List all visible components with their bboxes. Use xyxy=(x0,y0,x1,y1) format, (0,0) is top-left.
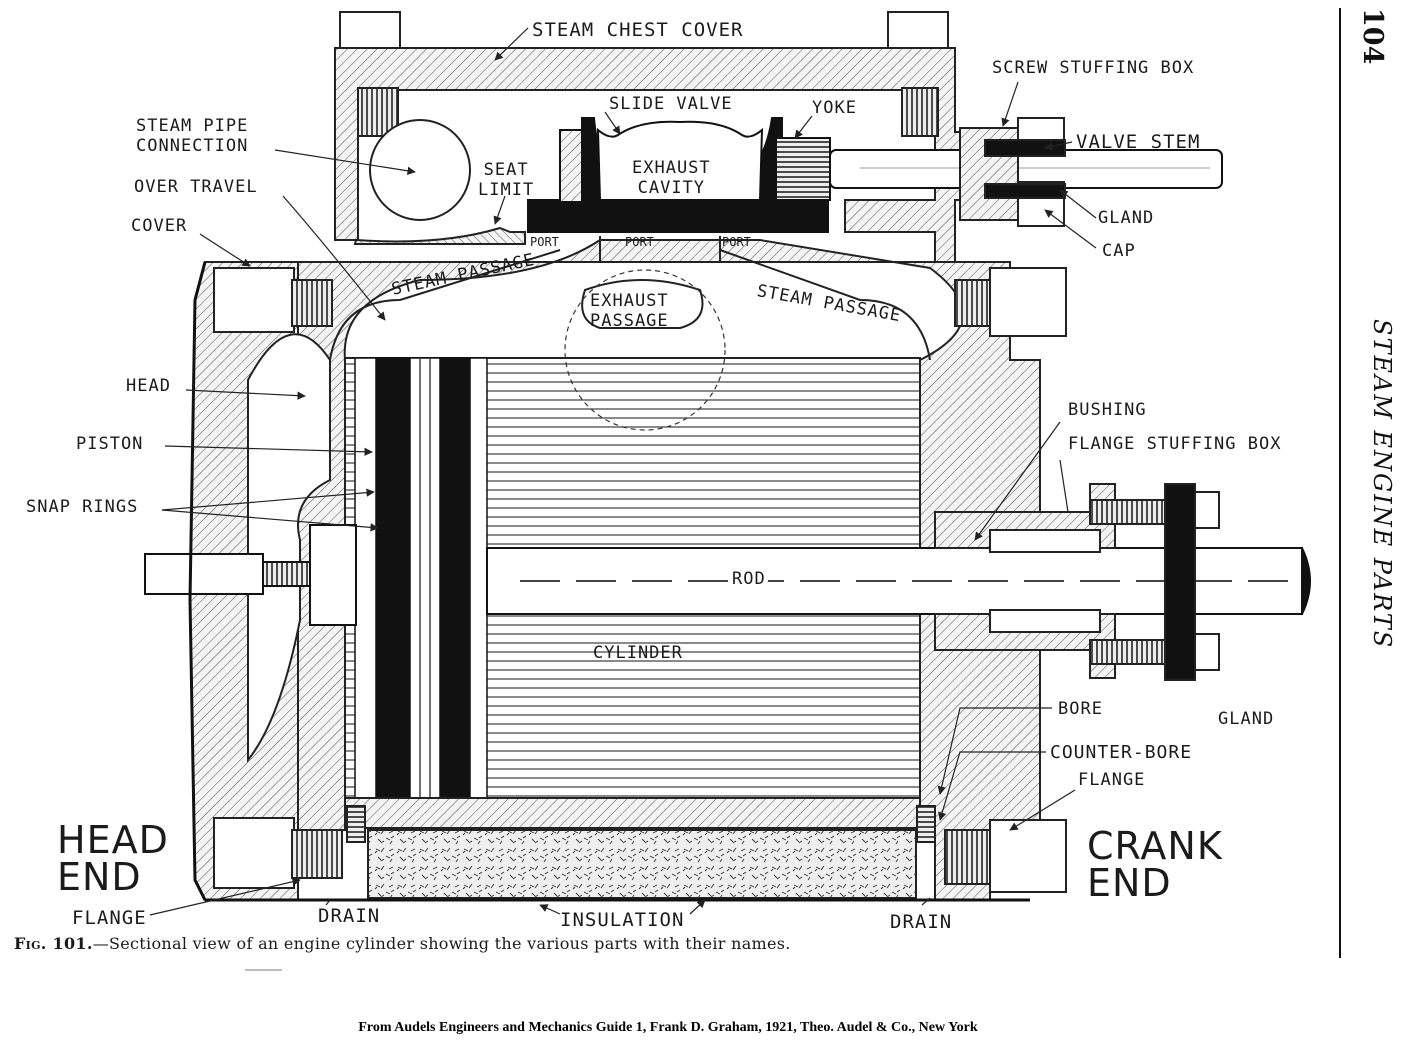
label-drain-right: DRAIN xyxy=(890,911,953,933)
label-yoke: YOKE xyxy=(812,98,857,118)
label-cap: CAP xyxy=(1102,241,1136,261)
label-snap-rings: SNAP RINGS xyxy=(26,497,139,517)
running-head: STEAM ENGINE PARTS xyxy=(1368,319,1396,650)
label-steam-chest-cover: STEAM CHEST COVER xyxy=(532,19,744,41)
label-flange-left: FLANGE xyxy=(72,907,147,929)
label-flange-stuffing-box: FLANGE STUFFING BOX xyxy=(1068,434,1282,454)
label-piston: PISTON xyxy=(76,434,144,454)
label-counter-bore: COUNTER-BORE xyxy=(1050,742,1193,763)
label-flange-right: FLANGE xyxy=(1078,770,1146,790)
label-cover: COVER xyxy=(131,216,188,236)
figure-label: Fig. 101. xyxy=(14,934,93,953)
figure-caption: Fig. 101.—Sectional view of an engine cy… xyxy=(14,934,791,953)
label-slide-valve: SLIDE VALVE xyxy=(609,94,733,114)
label-crank-end: CRANK END xyxy=(1087,824,1223,906)
label-valve-stem: VALVE STEM xyxy=(1076,131,1201,153)
figure-caption-text: —Sectional view of an engine cylinder sh… xyxy=(92,934,791,953)
page-number: 104 xyxy=(1357,8,1388,65)
label-port-right: PORT xyxy=(722,235,751,249)
piston xyxy=(354,357,488,799)
label-head-end: HEAD END xyxy=(57,818,169,900)
label-seat-limit: SEAT LIMIT xyxy=(478,160,535,201)
steam-chest xyxy=(334,11,981,263)
label-port-left: PORT xyxy=(530,235,559,249)
source-citation: From Audels Engineers and Mechanics Guid… xyxy=(358,1020,978,1035)
slide-valve xyxy=(527,117,1223,233)
label-gland-bottom: GLAND xyxy=(1218,709,1275,729)
label-screw-stuffing-box: SCREW STUFFING BOX xyxy=(992,58,1195,78)
screw-stuffing-box xyxy=(959,117,1066,227)
label-cylinder: CYLINDER xyxy=(593,643,683,663)
label-exhaust-cavity: EXHAUST CAVITY xyxy=(632,158,711,199)
insulation-jacket xyxy=(188,261,1030,902)
label-bushing: BUSHING xyxy=(1068,400,1147,420)
label-insulation: INSULATION xyxy=(560,909,685,931)
label-steam-pipe-connection: STEAM PIPE CONNECTION xyxy=(136,116,249,157)
label-port-center: PORT xyxy=(625,235,654,249)
leader-lines xyxy=(149,27,1097,916)
label-over-travel: OVER TRAVEL xyxy=(134,177,258,197)
label-head: HEAD xyxy=(126,376,171,396)
label-gland-top: GLAND xyxy=(1098,208,1155,228)
label-exhaust-passage: EXHAUST PASSAGE xyxy=(590,291,669,332)
label-drain-left: DRAIN xyxy=(318,905,381,927)
label-bore: BORE xyxy=(1058,699,1103,719)
label-rod: ROD xyxy=(730,569,768,589)
